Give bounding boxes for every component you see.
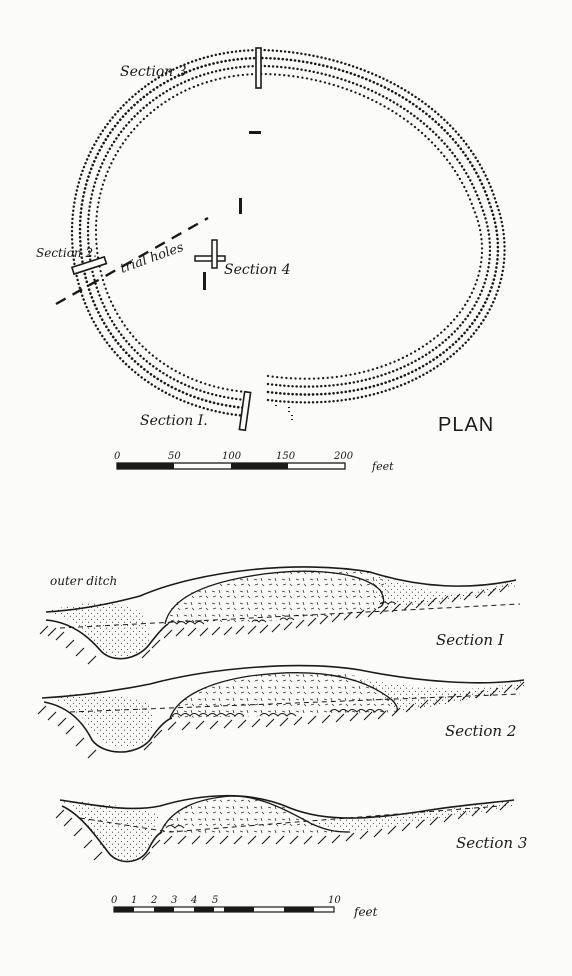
sections-scale-bar: 0 1 2 3 4 5 10 feet: [111, 895, 378, 919]
sections-scale-tick-10: 10: [328, 895, 341, 906]
outer-ditch-label: outer ditch: [50, 574, 117, 588]
section-3-stones: [165, 825, 185, 829]
plan-scale-tick-150: 150: [276, 451, 296, 462]
section-3-bedrock-hatching: [55, 801, 509, 861]
section-1-ditch-profile: [45, 619, 169, 660]
section-4-trench: [194, 239, 226, 269]
section-1-ditch-fill: [46, 603, 150, 658]
section-2-stones: [171, 709, 385, 717]
plan-drawing: Section 3 Section 2. trial holes Section…: [36, 47, 506, 473]
sections-scale-tick-1: 1: [131, 895, 137, 906]
ring-mid-outer-line: [70, 48, 506, 418]
section-2-trench: [70, 255, 108, 276]
interior-trial-holes: [203, 131, 261, 290]
enclosure-ring: [70, 48, 506, 418]
section-2-ditch-fill: [42, 693, 153, 748]
section-3-title: Section 3: [456, 834, 527, 852]
plan-scale-unit: feet: [371, 460, 394, 473]
section-2-surface-line: [41, 664, 525, 699]
section-3-surface-line: [59, 794, 515, 819]
plan-title: PLAN: [438, 414, 494, 436]
section-1-profile: outer ditch Section I: [39, 566, 521, 665]
section-2-bedrock-hatching: [37, 681, 525, 759]
plan-scale-tick-50: 50: [168, 451, 181, 462]
section-2-title: Section 2: [445, 722, 516, 740]
section-2-bank-outline: [169, 672, 398, 719]
section-1-old-ground: [59, 603, 521, 629]
plan-label-section4: Section 4: [224, 262, 291, 278]
plan-scale-bar: 0 50 100 150 200 feet: [114, 451, 394, 473]
section-2-bank-body: [170, 670, 397, 718]
sections-scale-unit: feet: [353, 905, 378, 919]
section-1-stones: [167, 601, 397, 625]
ring-mid-inner-line: [86, 64, 492, 402]
plan-label-section3: Section 3: [120, 64, 187, 80]
plan-scale-tick-200: 200: [333, 451, 354, 462]
sections-scale-tick-0: 0: [111, 895, 118, 906]
section-1-turf-layer: [370, 572, 516, 608]
plan-label-section2: Section 2.: [36, 246, 97, 260]
section-3-bank-outline: [159, 795, 351, 835]
section-1-surface-line: [45, 566, 517, 613]
ring-inner-line: [94, 72, 484, 394]
plan-label-trial-holes: trial holes: [118, 240, 186, 277]
section-2-profile: Section 2: [37, 664, 525, 759]
section-3-ditch-profile: [61, 805, 163, 863]
section-3-turf-layer: [310, 800, 514, 832]
sections-scale-tick-2: 2: [150, 895, 157, 906]
section-3-trench: [255, 47, 262, 89]
entrance-gap: [275, 398, 293, 420]
trial-holes-line: [55, 216, 209, 306]
section-1-trench: [238, 390, 252, 432]
sections-scale-tick-3: 3: [171, 895, 177, 906]
plan-scale-tick-0: 0: [114, 451, 121, 462]
section-1-bank-outline: [164, 570, 385, 625]
section-3-bank-body: [160, 795, 350, 834]
section-2-turf-layer: [360, 678, 524, 712]
plan-label-section1: Section I.: [140, 413, 208, 429]
section-2-old-ground: [69, 693, 521, 713]
section-1-title: Section I: [436, 631, 505, 649]
section-1-bedrock-hatching: [39, 583, 509, 665]
sections-scale-tick-5: 5: [212, 895, 218, 906]
sections-scale-tick-4: 4: [190, 895, 197, 906]
plan-scale-tick-100: 100: [222, 451, 242, 462]
ring-outer-line: [78, 56, 500, 410]
section-3-profile: Section 3: [55, 794, 527, 863]
section-2-ditch-profile: [43, 701, 173, 753]
section-3-ditch-fill: [60, 800, 160, 861]
section-3-old-ground: [79, 805, 501, 833]
